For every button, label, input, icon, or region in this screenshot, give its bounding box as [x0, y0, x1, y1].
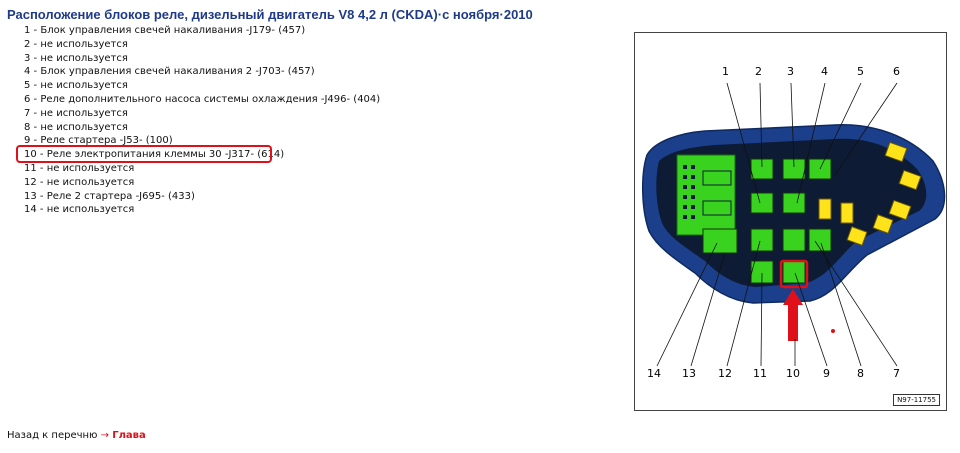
- callout-label: 8: [857, 367, 864, 380]
- callout-label: 11: [753, 367, 767, 380]
- relays-yellow: [818, 141, 922, 246]
- callout-label: 4: [821, 65, 828, 78]
- yellow-relay: [846, 226, 868, 246]
- relay-item-5: 5 - не используется: [24, 80, 128, 92]
- relay-9: [782, 260, 806, 284]
- relay-8: [808, 228, 832, 252]
- relay-item-8: 8 - не используется: [24, 121, 128, 133]
- yellow-relay: [884, 141, 908, 163]
- relay-item-2: 2 - не используется: [24, 38, 128, 50]
- fuse-cell: [702, 200, 732, 216]
- relay-item-10-highlighted: 10 - Реле электропитания клеммы 30 -J317…: [16, 145, 380, 164]
- relay-item-13: 13 - Реле 2 стартера -J695- (433): [24, 190, 195, 202]
- diagram-code: N97-11755: [893, 394, 940, 406]
- connector-pins: [683, 165, 695, 219]
- relay-item-7: 7 - не используется: [24, 107, 128, 119]
- yellow-relay: [872, 214, 894, 234]
- relay-11: [750, 228, 774, 252]
- arrow-right-icon: →: [100, 430, 110, 441]
- relay-box-diagram: 1 2 3 4 5 6 14 13 12 11 10 9 8 7 N97-117…: [634, 32, 947, 411]
- relay-item-9: 9 - Реле стартера -J53- (100): [24, 135, 173, 147]
- relay-list: 1 - Блок управления свечей накаливания -…: [16, 24, 381, 217]
- relay-box-drawing: [641, 82, 946, 367]
- yellow-relay: [888, 199, 912, 221]
- relay-1: [750, 192, 774, 214]
- relay-item-3: 3 - не используется: [24, 52, 128, 64]
- relay-5: [782, 192, 806, 214]
- relay-item-14: 14 - не используется: [24, 204, 135, 216]
- callout-label: 13: [682, 367, 696, 380]
- callout-label: 10: [786, 367, 800, 380]
- page-title: Расположение блоков реле, дизельный двиг…: [7, 7, 533, 22]
- relay-10-highlight: [779, 259, 809, 289]
- red-arrow-icon: [783, 289, 803, 341]
- fuse-cell: [702, 170, 732, 186]
- yellow-relay: [840, 202, 854, 224]
- callout-label: 3: [787, 65, 794, 78]
- relay-item-4: 4 - Блок управления свечей накаливания 2…: [24, 66, 315, 78]
- yellow-relay: [898, 169, 922, 191]
- chapter-link[interactable]: Глава: [112, 430, 146, 441]
- relay-item-12: 12 - не используется: [24, 176, 135, 188]
- callout-label: 1: [722, 65, 729, 78]
- highlight-box: [16, 145, 272, 164]
- callout-label: 14: [647, 367, 661, 380]
- relay-14: [702, 228, 738, 254]
- relays-green: [702, 158, 832, 284]
- relay-10: [782, 228, 806, 252]
- callout-label: 2: [755, 65, 762, 78]
- footer-nav: Назад к перечню → Глава: [7, 430, 146, 441]
- callout-label: 5: [857, 65, 864, 78]
- callout-lines: [656, 82, 898, 367]
- yellow-relay: [818, 198, 832, 220]
- callout-label: 6: [893, 65, 900, 78]
- relay-item-10-label: 10 - Реле электропитания клеммы 30 -J317…: [24, 149, 285, 161]
- callout-label: 9: [823, 367, 830, 380]
- relay-item-1: 1 - Блок управления свечей накаливания -…: [24, 25, 306, 36]
- relay-item-6: 6 - Реле дополнительного насоса системы …: [24, 93, 381, 105]
- relay-item-11: 11 - не используется: [24, 162, 135, 174]
- red-dot: [831, 329, 835, 333]
- callout-label: 7: [893, 367, 900, 380]
- callout-label: 12: [718, 367, 732, 380]
- back-to-list-text: Назад к перечню: [7, 430, 98, 441]
